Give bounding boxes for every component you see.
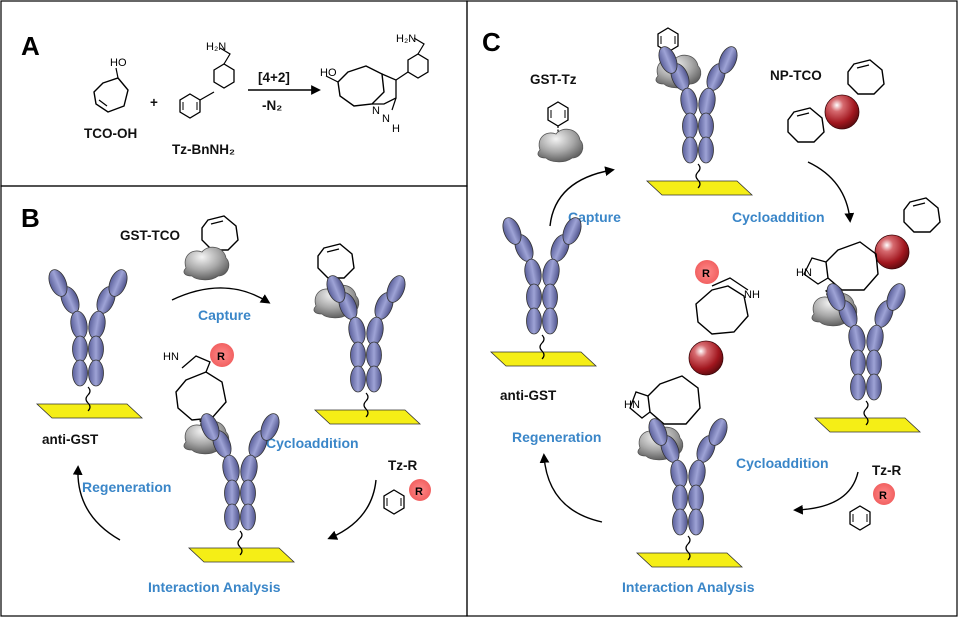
product-complex-b: HN R <box>163 343 295 563</box>
gst-tco-label: GST-TCO <box>120 228 180 243</box>
ho-label-product: HO <box>320 67 337 79</box>
capture-label-b: Capture <box>198 307 251 323</box>
product-h: H <box>392 123 400 135</box>
panel-c-label: C <box>482 27 501 57</box>
tetrazine-c-free <box>547 101 569 127</box>
antibody-b-left <box>44 266 132 412</box>
cycloaddition-arrow-c2 <box>793 471 859 515</box>
cycloaddition-label-c1: Cycloaddition <box>732 209 825 225</box>
tetrazine-c-r <box>849 505 871 531</box>
h2n-label-product: H₂N <box>396 33 416 45</box>
regeneration-label-b: Regeneration <box>82 479 171 495</box>
tz-bnnh2-structure: H₂N <box>179 41 235 119</box>
tco-c-np-1 <box>847 59 885 95</box>
np-tco-label: NP-TCO <box>770 68 822 83</box>
panel-a-label: A <box>21 31 40 61</box>
tz-r-label-c: Tz-R <box>872 463 901 478</box>
r-label-b-tz: R <box>415 486 423 498</box>
cycloaddition-label-b: Cycloaddition <box>266 435 359 451</box>
cycloaddition-label-c2: Cycloaddition <box>736 455 829 471</box>
product-n: N <box>372 105 380 117</box>
panel-c-border <box>466 0 958 617</box>
gst-protein-b <box>183 246 230 281</box>
condition-top: [4+2] <box>258 70 290 85</box>
panel-a-border <box>0 0 468 187</box>
regeneration-arrow-b <box>72 465 121 541</box>
complex-c-center: R NH HN <box>624 260 760 568</box>
r-label-c: R <box>702 268 710 280</box>
regeneration-arrow-c <box>539 453 603 523</box>
tco-b-right <box>317 243 355 279</box>
hn-label-c2: HN <box>624 399 640 411</box>
hn-label-b: HN <box>163 351 179 363</box>
antibody-b-right <box>322 272 410 418</box>
panel-b-label: B <box>21 203 40 233</box>
tco-c-np-2 <box>787 107 825 143</box>
capture-arrow-c <box>549 166 615 227</box>
tco-b-top <box>201 215 239 251</box>
condition-bottom: -N₂ <box>262 98 282 113</box>
r-group-c-tz <box>873 483 895 505</box>
anti-gst-c: anti-GST <box>500 388 557 403</box>
tco-oh-name: TCO-OH <box>84 126 137 141</box>
panel-c-cycle: GST-Tz Capture NP-TCO Cycloaddition HN <box>490 27 941 595</box>
capture-label-c: Capture <box>568 209 621 225</box>
nh-label-c: NH <box>744 289 760 301</box>
interaction-label-b: Interaction Analysis <box>148 579 281 595</box>
regeneration-label-c: Regeneration <box>512 429 601 445</box>
tetrazine-b <box>383 489 405 515</box>
anti-gst-b: anti-GST <box>42 432 99 447</box>
gst-tz-label: GST-Tz <box>530 72 577 87</box>
product-nh: N <box>382 113 390 125</box>
panel-b-cycle: anti-GST GST-TCO Capture Cycloaddition T… <box>36 215 431 595</box>
nanoparticle-c-free <box>824 94 860 130</box>
ho-label: HO <box>110 57 127 69</box>
product-structure: HO N N H H₂N <box>320 33 429 135</box>
panel-a-reaction: HO TCO-OH + H₂N Tz-BnNH₂ [4+2] -N₂ HO N … <box>84 33 429 157</box>
interaction-label-c: Interaction Analysis <box>622 579 755 595</box>
complex-c-right: HN <box>796 197 941 433</box>
plus-sign: + <box>150 95 158 110</box>
tco-oh-structure: HO <box>93 57 129 113</box>
antibody-c-left <box>498 214 586 360</box>
capture-arrow-b <box>171 287 271 304</box>
r-group-b <box>210 343 234 367</box>
r-group-b-tz <box>409 479 431 501</box>
r-label-c-tz: R <box>879 490 887 502</box>
cycloaddition-arrow-c1 <box>807 161 855 223</box>
cycloaddition-arrow-b <box>327 479 377 540</box>
h2n-label-a: H₂N <box>206 41 226 53</box>
tz-r-label-b: Tz-R <box>388 458 417 473</box>
r-label-b: R <box>217 351 225 363</box>
hn-label-c: HN <box>796 267 812 279</box>
tz-bnnh2-name: Tz-BnNH₂ <box>172 142 235 157</box>
gst-protein-c-free <box>537 128 584 163</box>
